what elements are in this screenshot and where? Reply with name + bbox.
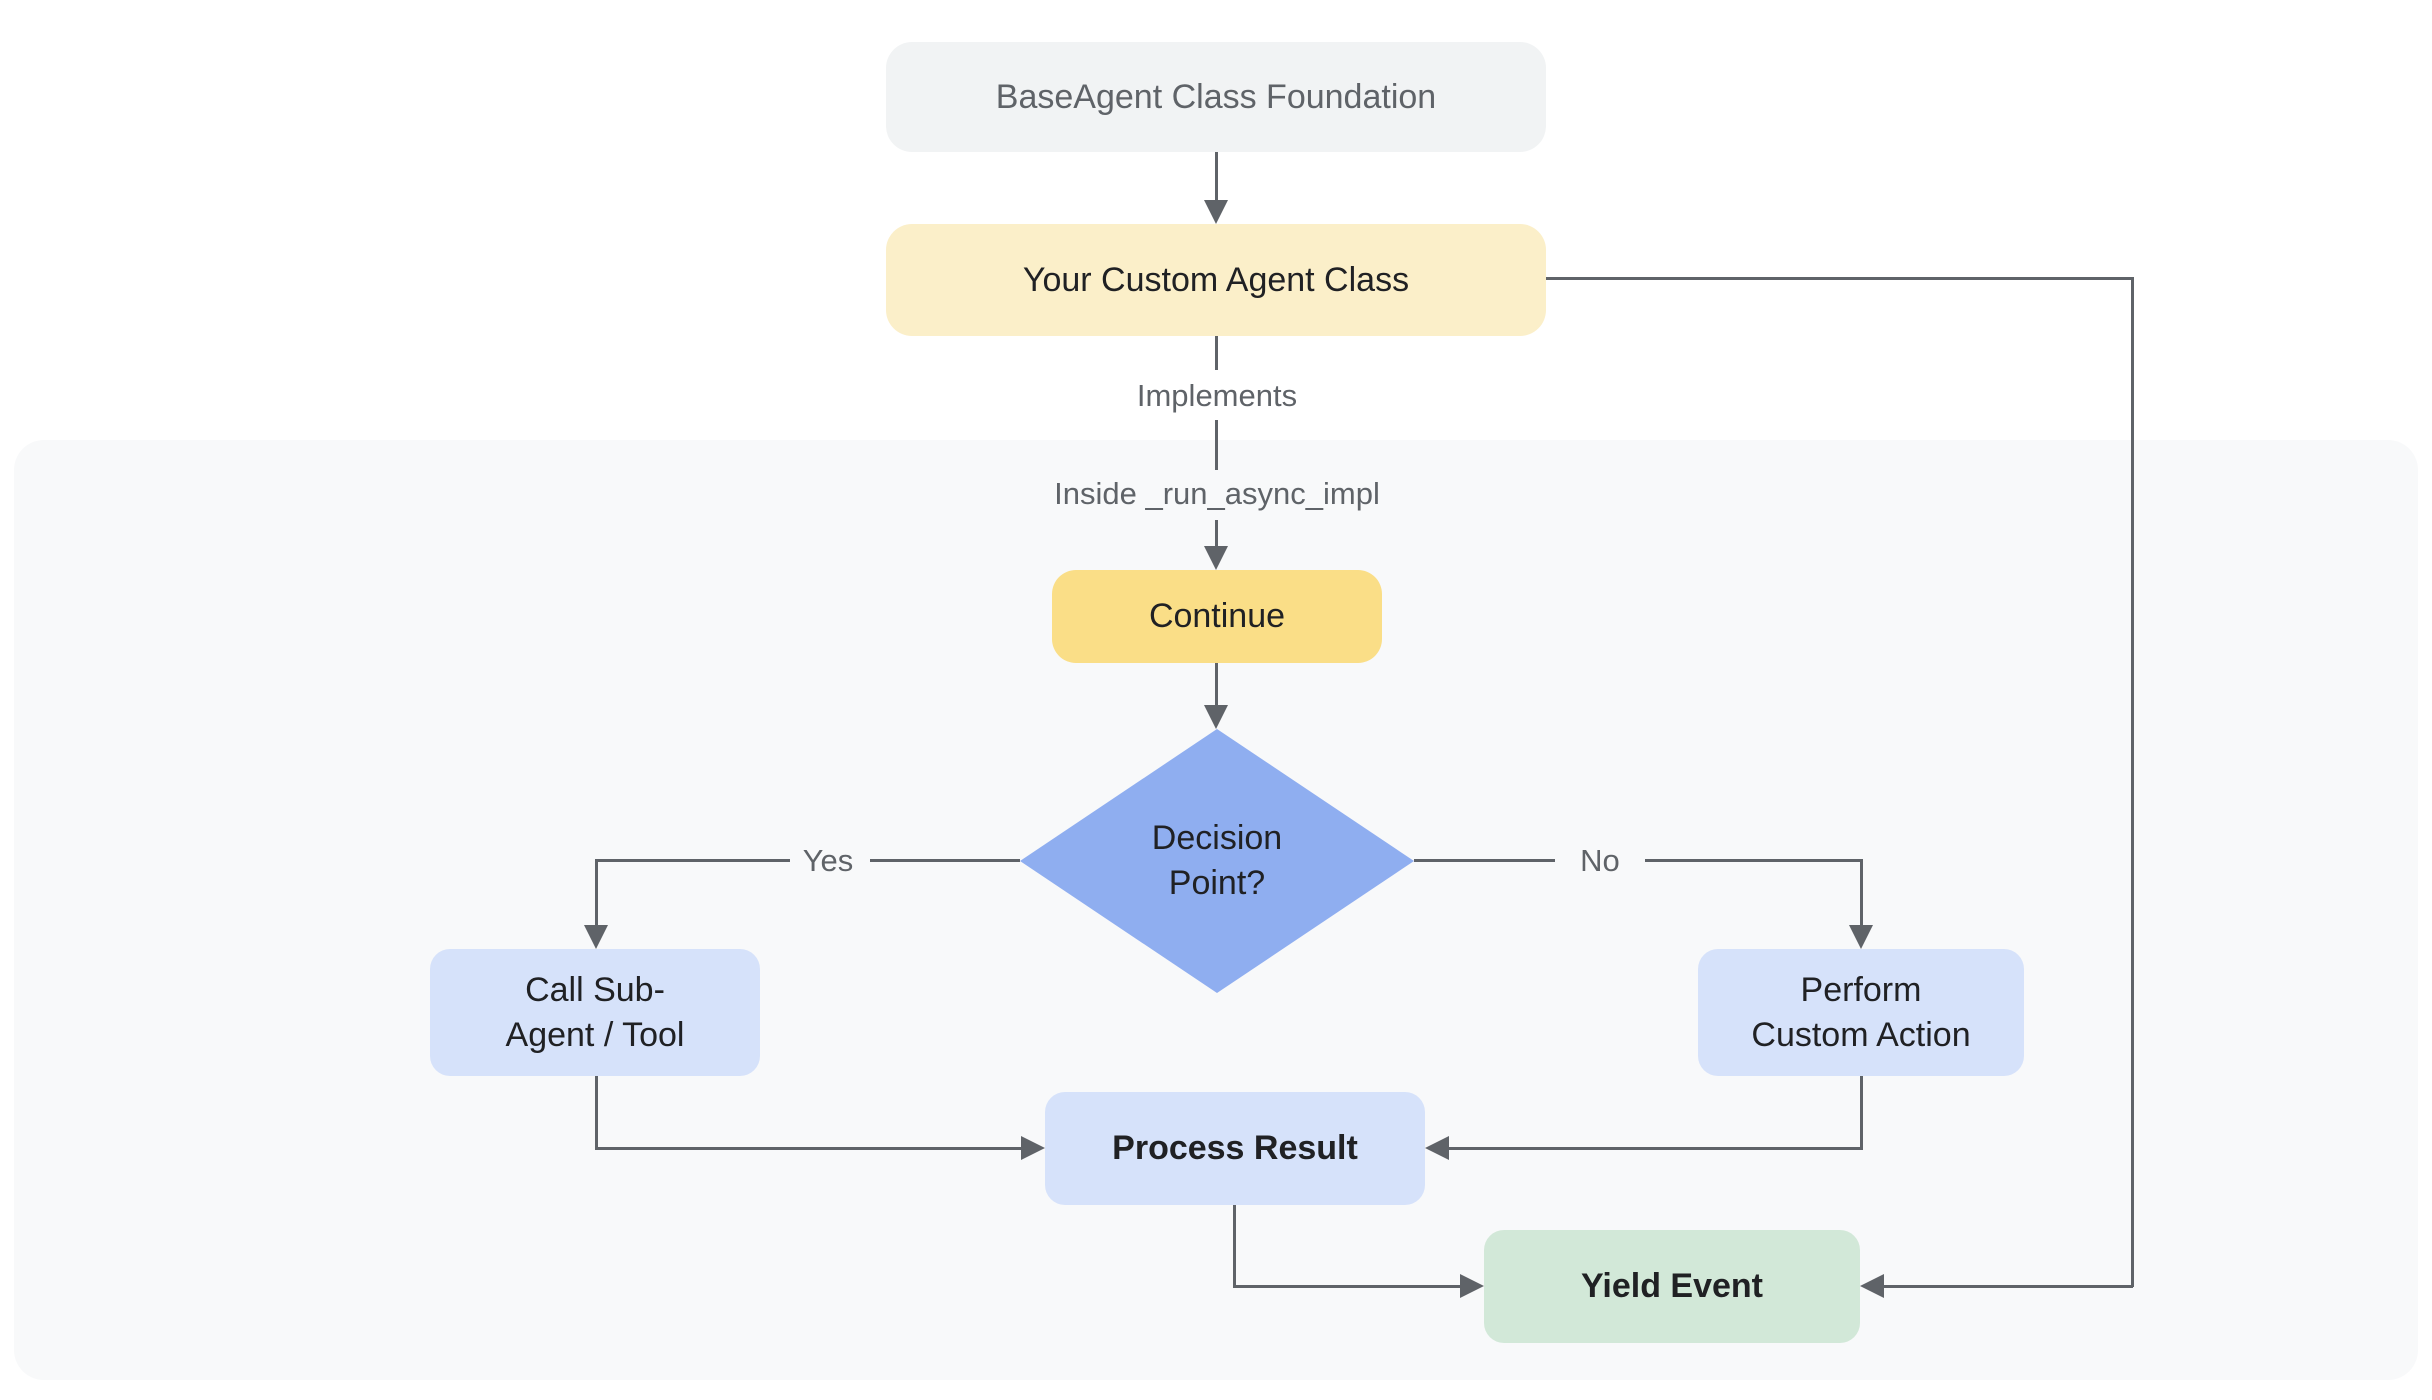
edge-yes-line-2 (597, 859, 790, 862)
arrow-right-icon (1021, 1136, 1045, 1160)
arrow-right-icon (1460, 1274, 1484, 1298)
node-continue: Continue (1052, 570, 1382, 663)
edge-custom-to-yield-line-1 (1546, 277, 2134, 280)
arrow-down-icon (1849, 925, 1873, 949)
arrow-down-icon (1204, 200, 1228, 224)
arrow-left-icon (1425, 1136, 1449, 1160)
node-yield-event: Yield Event (1484, 1230, 1860, 1343)
node-process-result: Process Result (1045, 1092, 1425, 1205)
edge-custom-to-continue-line-3 (1215, 520, 1218, 548)
edge-custom-to-continue-line-2 (1215, 420, 1218, 470)
edge-process-to-yield-line-2 (1233, 1285, 1461, 1288)
edge-foundation-to-custom-line (1215, 152, 1218, 202)
edge-yes-line-1 (870, 859, 1020, 862)
arrow-down-icon (584, 925, 608, 949)
edge-label-implements: Implements (1136, 378, 1298, 413)
edge-continue-to-decision-line (1215, 663, 1218, 707)
edge-perform-to-process-line-1 (1860, 1076, 1863, 1149)
edge-no-line-2 (1645, 859, 1861, 862)
node-baseagent-foundation: BaseAgent Class Foundation (886, 42, 1546, 152)
arrow-down-icon (1204, 705, 1228, 729)
edge-custom-to-yield-line-3 (1884, 1285, 2133, 1288)
edge-perform-to-process-line-2 (1449, 1147, 1863, 1150)
edge-yes-line-3 (595, 859, 598, 927)
edge-call-to-process-line-1 (595, 1076, 598, 1149)
edge-label-yes: Yes (802, 843, 854, 878)
edge-call-to-process-line-2 (595, 1147, 1023, 1150)
arrow-left-icon (1860, 1274, 1884, 1298)
edge-custom-to-continue-line-1 (1215, 336, 1218, 370)
edge-process-to-yield-line-1 (1233, 1205, 1236, 1287)
node-call-sub-agent-tool: Call Sub- Agent / Tool (430, 949, 760, 1076)
node-custom-agent-class: Your Custom Agent Class (886, 224, 1546, 336)
arrow-down-icon (1204, 546, 1228, 570)
edge-custom-to-yield-line-2 (2131, 277, 2134, 1287)
node-perform-custom-action: Perform Custom Action (1698, 949, 2024, 1076)
edge-no-line-1 (1414, 859, 1555, 862)
edge-label-inside-run-async-impl: Inside _run_async_impl (1054, 476, 1380, 511)
edge-no-line-3 (1860, 859, 1863, 927)
edge-label-no: No (1580, 843, 1620, 878)
